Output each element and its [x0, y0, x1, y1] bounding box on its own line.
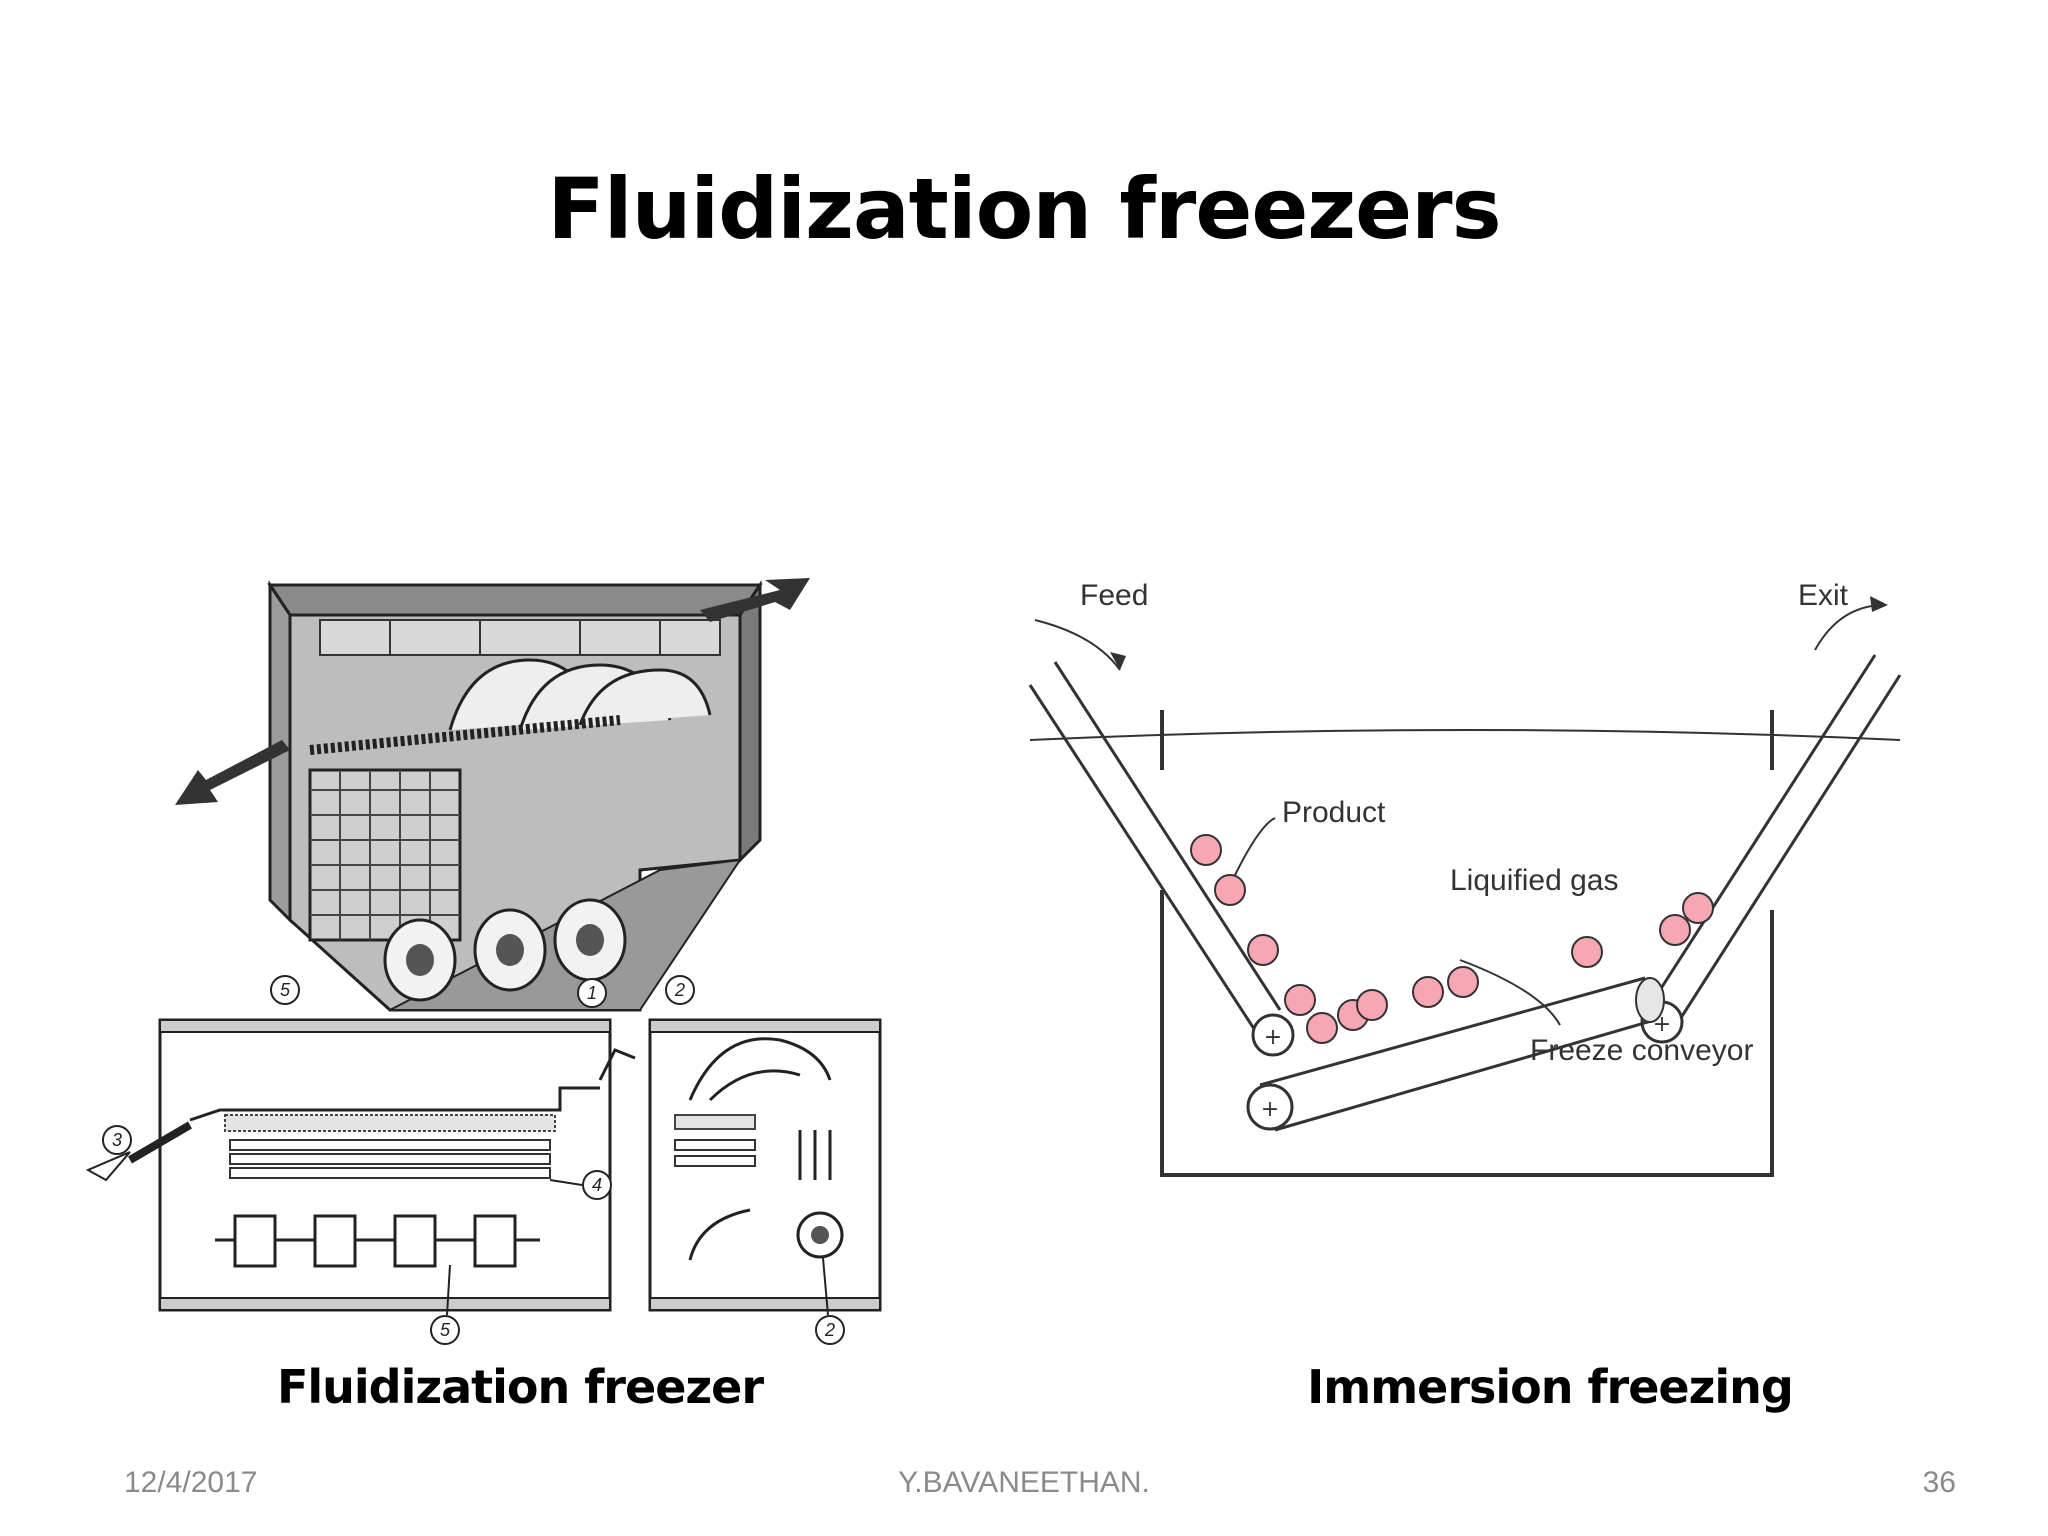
- callout-2-end: 2: [674, 980, 685, 1000]
- freezer-end-section: 2 2: [648, 975, 882, 1345]
- caption-immersion-freezing: Immersion freezing: [1307, 1360, 1794, 1414]
- label-freeze-conveyor: Freeze conveyor: [1530, 1034, 1753, 1067]
- callout-2: 5: [280, 980, 291, 1000]
- freeze-conveyor: +: [1246, 976, 1665, 1132]
- product-ball: [1306, 1012, 1338, 1044]
- callout-1: 1: [587, 983, 597, 1003]
- label-exit: Exit: [1798, 579, 1849, 612]
- product-ball: [1659, 914, 1691, 946]
- tank-outline: [1160, 890, 1774, 1177]
- callout-5-end: 2: [824, 1320, 835, 1340]
- product-ball: [1356, 989, 1388, 1021]
- liquid-surface: [1029, 729, 1901, 741]
- callout-3: 3: [112, 1130, 122, 1150]
- product-ball: [1284, 984, 1316, 1016]
- inlet-arrow-icon: [700, 578, 810, 622]
- fan-icon: [383, 918, 457, 1002]
- caption-fluidization-freezer: Fluidization freezer: [276, 1360, 764, 1414]
- callout-5: 5: [440, 1320, 451, 1340]
- freezer-side-section: 5 1 3 4 5: [85, 975, 636, 1345]
- fan-icon: [473, 908, 547, 992]
- label-product: Product: [1282, 796, 1386, 829]
- exit-conveyor: +: [1640, 654, 1902, 1044]
- product-ball: [1571, 936, 1603, 968]
- svg-text:+: +: [1261, 1097, 1279, 1122]
- callout-4: 4: [592, 1175, 602, 1195]
- product-ball: [1412, 976, 1444, 1008]
- footer-page-number: 36: [1922, 1466, 1956, 1499]
- label-feed: Feed: [1080, 579, 1148, 612]
- product-ball: [1190, 834, 1222, 866]
- fan-icon: [553, 898, 627, 982]
- product-ball: [1682, 892, 1714, 924]
- immersion-freezing-diagram: + + +: [1028, 579, 1902, 1177]
- slide-title: Fluidization freezers: [547, 160, 1501, 258]
- feed-conveyor: +: [1028, 661, 1295, 1057]
- product-ball: [1214, 874, 1246, 906]
- feed-arrow-icon: [1034, 619, 1121, 671]
- outlet-arrow-icon: [175, 740, 290, 805]
- footer-date: 12/4/2017: [124, 1466, 258, 1499]
- product-ball: [1247, 934, 1279, 966]
- freezer-cutaway-3d: [175, 578, 810, 1012]
- product-items: [1190, 834, 1714, 1044]
- footer-author: Y.BAVANEETHAN.: [898, 1466, 1150, 1499]
- svg-text:+: +: [1264, 1025, 1282, 1050]
- label-liquified-gas: Liquified gas: [1450, 864, 1618, 897]
- fluidization-freezer-diagram: 5 1 3 4 5: [85, 578, 882, 1345]
- product-ball: [1447, 966, 1479, 998]
